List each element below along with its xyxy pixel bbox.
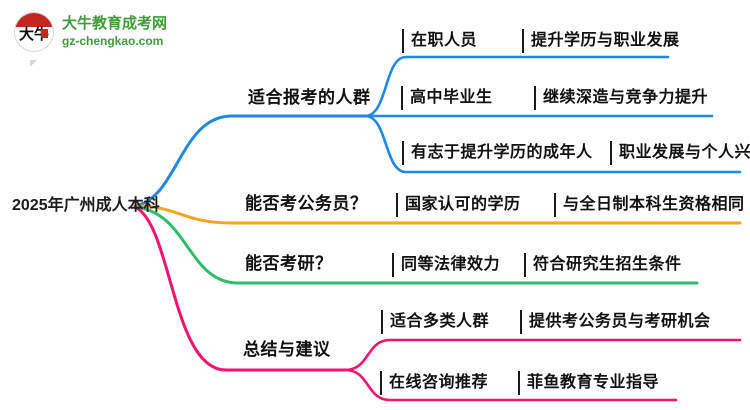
child-node-motivated-adults: 有志于提升学历的成年人 — [411, 144, 593, 161]
brand-domain[interactable]: gz-chengkao.com — [62, 34, 164, 49]
logo-red-cap — [15, 13, 53, 27]
grandchild-node-career-growth: 提升学历与职业发展 — [531, 32, 680, 49]
grandchild-node-further-study: 继续深造与竞争力提升 — [543, 89, 709, 106]
branch-line-eligible-row3 — [363, 114, 742, 174]
child-node-hs-graduates: 高中毕业生 — [410, 89, 493, 106]
node-left-bar — [534, 86, 536, 110]
branch-label-eligible: 适合报考的人群 — [248, 88, 371, 107]
node-left-bar — [610, 141, 612, 165]
branch-line-eligible-main — [133, 114, 367, 208]
grandchild-node-same-qualification: 与全日制本科生资格相同 — [563, 196, 745, 213]
node-left-bar — [392, 253, 394, 277]
child-node-many-groups: 适合多类人群 — [390, 313, 490, 330]
node-left-bar — [380, 371, 382, 395]
grandchild-node-professional-guidance: 菲鱼教育专业指导 — [527, 374, 660, 391]
node-left-bar — [402, 29, 404, 53]
branch-line-civilservice — [133, 204, 742, 225]
node-left-bar — [402, 141, 404, 165]
grandchild-node-admission-criteria: 符合研究生招生条件 — [533, 256, 682, 273]
logo-bubble-tail — [30, 60, 37, 67]
node-left-bar — [524, 253, 526, 277]
child-node-online-consult: 在线咨询推荐 — [389, 374, 489, 391]
root-node: 2025年广州成人本科 — [12, 197, 160, 214]
node-left-bar — [522, 29, 524, 53]
grandchild-node-interest: 职业发展与个人兴趣 — [619, 144, 750, 161]
branch-label-civilservice: 能否考公务员？ — [245, 194, 368, 213]
branch-label-postgrad: 能否考研？ — [245, 254, 333, 273]
child-node-equal-legal-effect: 同等法律效力 — [401, 256, 501, 273]
logo-text-block: 大牛教育成考网 gz-chengkao.com — [62, 15, 167, 48]
branch-line-summary-main — [133, 205, 347, 372]
node-left-bar — [554, 193, 556, 217]
logo-bull-icon: 大牛 — [14, 12, 54, 52]
child-node-state-recognized: 国家认可的学历 — [405, 196, 521, 213]
node-left-bar — [401, 86, 403, 110]
brand-name: 大牛教育成考网 — [62, 15, 168, 33]
logo-seal-icon — [41, 29, 48, 38]
branch-line-summary-row2 — [343, 368, 678, 402]
child-node-employees: 在职人员 — [411, 32, 478, 49]
node-left-bar — [381, 310, 383, 334]
grandchild-node-opportunities: 提供考公务员与考研机会 — [529, 313, 711, 330]
node-left-bar — [520, 310, 522, 334]
branch-label-summary: 总结与建议 — [243, 340, 331, 359]
branch-line-eligible-row1 — [363, 55, 670, 118]
branch-line-summary-row1 — [343, 338, 742, 372]
site-logo[interactable]: 大牛 大牛教育成考网 gz-chengkao.com — [14, 12, 167, 67]
node-left-bar — [518, 371, 520, 395]
node-left-bar — [396, 193, 398, 217]
branch-line-postgrad — [133, 205, 699, 285]
